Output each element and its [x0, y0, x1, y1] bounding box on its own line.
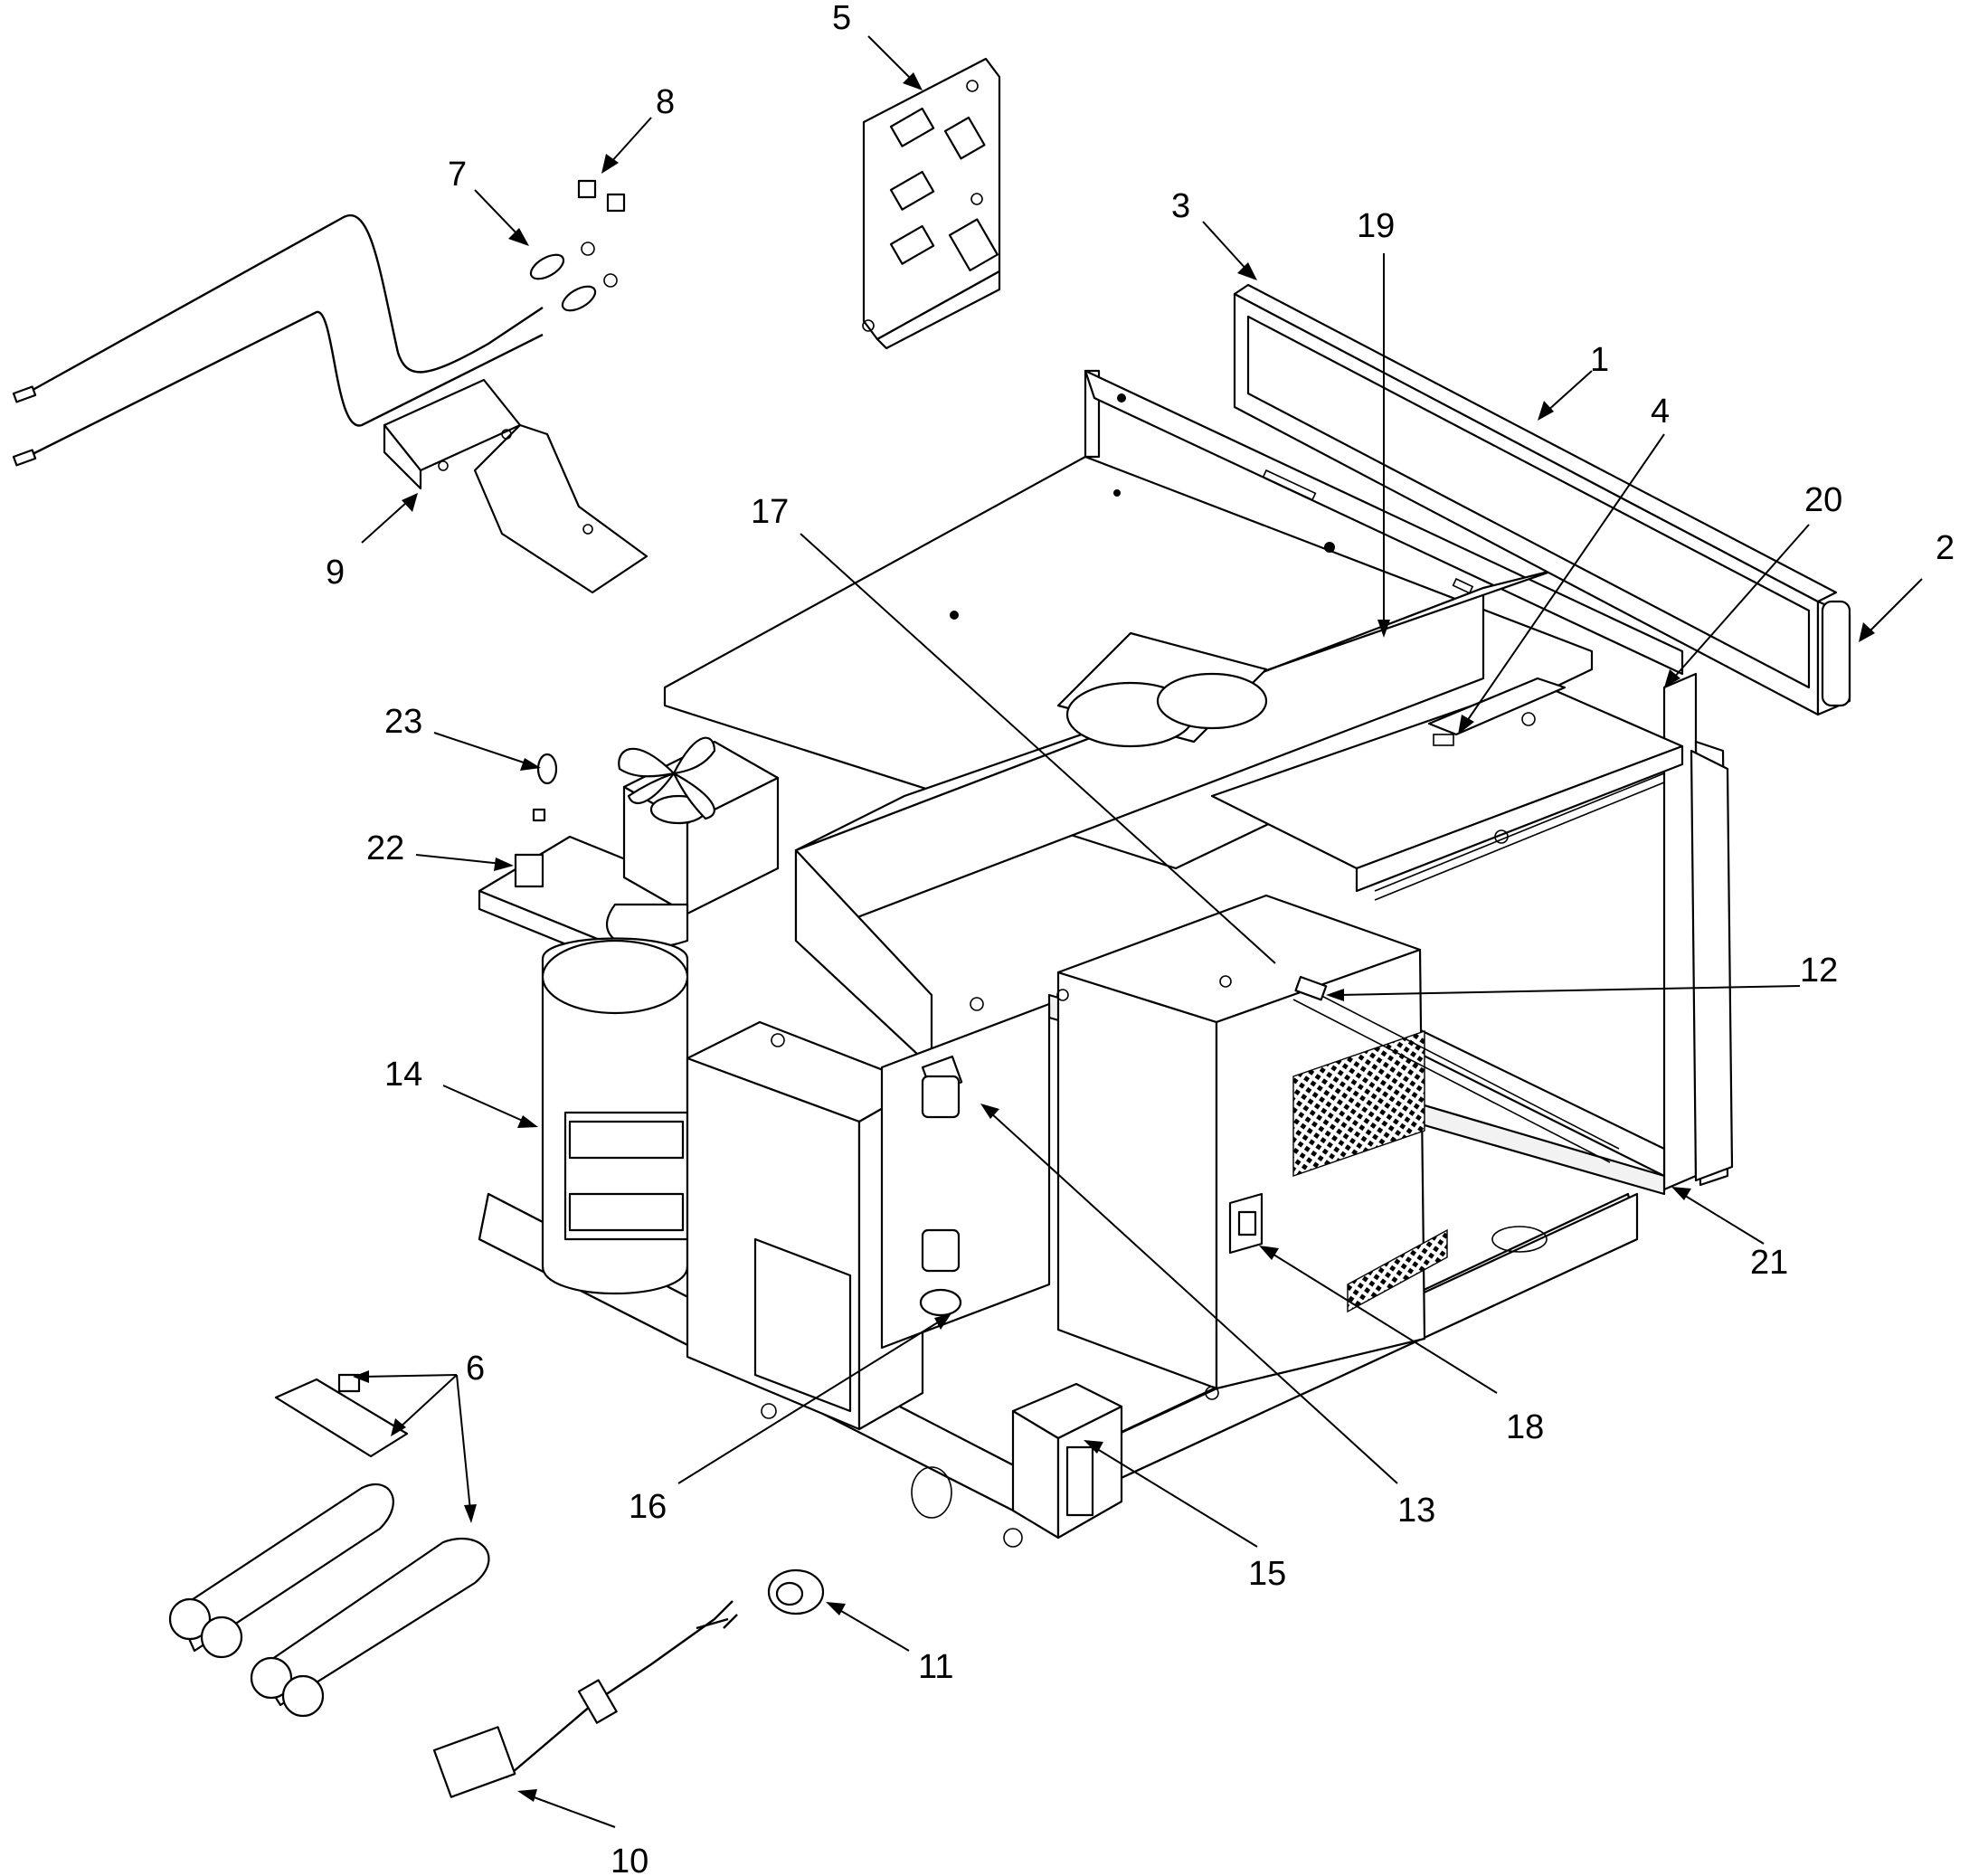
callout-8: 8 — [656, 83, 675, 121]
grommet — [767, 1568, 825, 1615]
callout-11: 11 — [918, 1648, 953, 1686]
transformer — [541, 937, 689, 1295]
interlock-rods — [1292, 975, 1620, 1163]
hv-capacitors — [168, 1483, 490, 1718]
callout-4: 4 — [1651, 393, 1670, 431]
callout-14: 14 — [384, 1056, 422, 1094]
callout-19: 19 — [1357, 207, 1395, 245]
callout-13: 13 — [1397, 1492, 1435, 1530]
callout-1: 1 — [1590, 341, 1609, 379]
callout-2: 2 — [1936, 529, 1955, 567]
power-cord — [432, 1600, 738, 1798]
cavity-box — [1056, 894, 1448, 1400]
callout-17: 17 — [751, 493, 789, 531]
top-trim-strip — [1233, 283, 1851, 716]
callout-3: 3 — [1171, 187, 1190, 225]
switch-bracket — [862, 57, 1001, 350]
capacitor-clip — [274, 1373, 409, 1458]
callout-10: 10 — [611, 1843, 648, 1876]
callout-20: 20 — [1804, 481, 1842, 519]
callout-labels: 5 8 7 3 19 1 4 20 2 17 9 23 22 12 14 21 … — [326, 0, 1955, 1876]
callout-21: 21 — [1750, 1244, 1788, 1282]
callout-9: 9 — [326, 554, 345, 592]
component-bracket — [686, 997, 1051, 1431]
wire-harness — [12, 213, 618, 467]
small-transformer — [1003, 1382, 1123, 1548]
callout-5: 5 — [832, 0, 851, 37]
waveguide-duct — [794, 568, 1557, 1069]
callout-22: 22 — [366, 829, 404, 867]
callout-12: 12 — [1800, 952, 1838, 990]
screws-8 — [577, 179, 626, 213]
leader-lines — [353, 35, 1923, 1828]
fan-motor — [478, 736, 780, 970]
callout-7: 7 — [448, 156, 467, 194]
callout-6: 6 — [466, 1350, 485, 1388]
callout-23: 23 — [384, 703, 422, 741]
thermal-cutoff — [514, 753, 558, 888]
mounting-bracket — [383, 378, 648, 594]
callout-15: 15 — [1248, 1555, 1286, 1593]
callout-18: 18 — [1506, 1408, 1544, 1446]
callout-16: 16 — [629, 1488, 667, 1526]
control-board — [1210, 677, 1684, 901]
